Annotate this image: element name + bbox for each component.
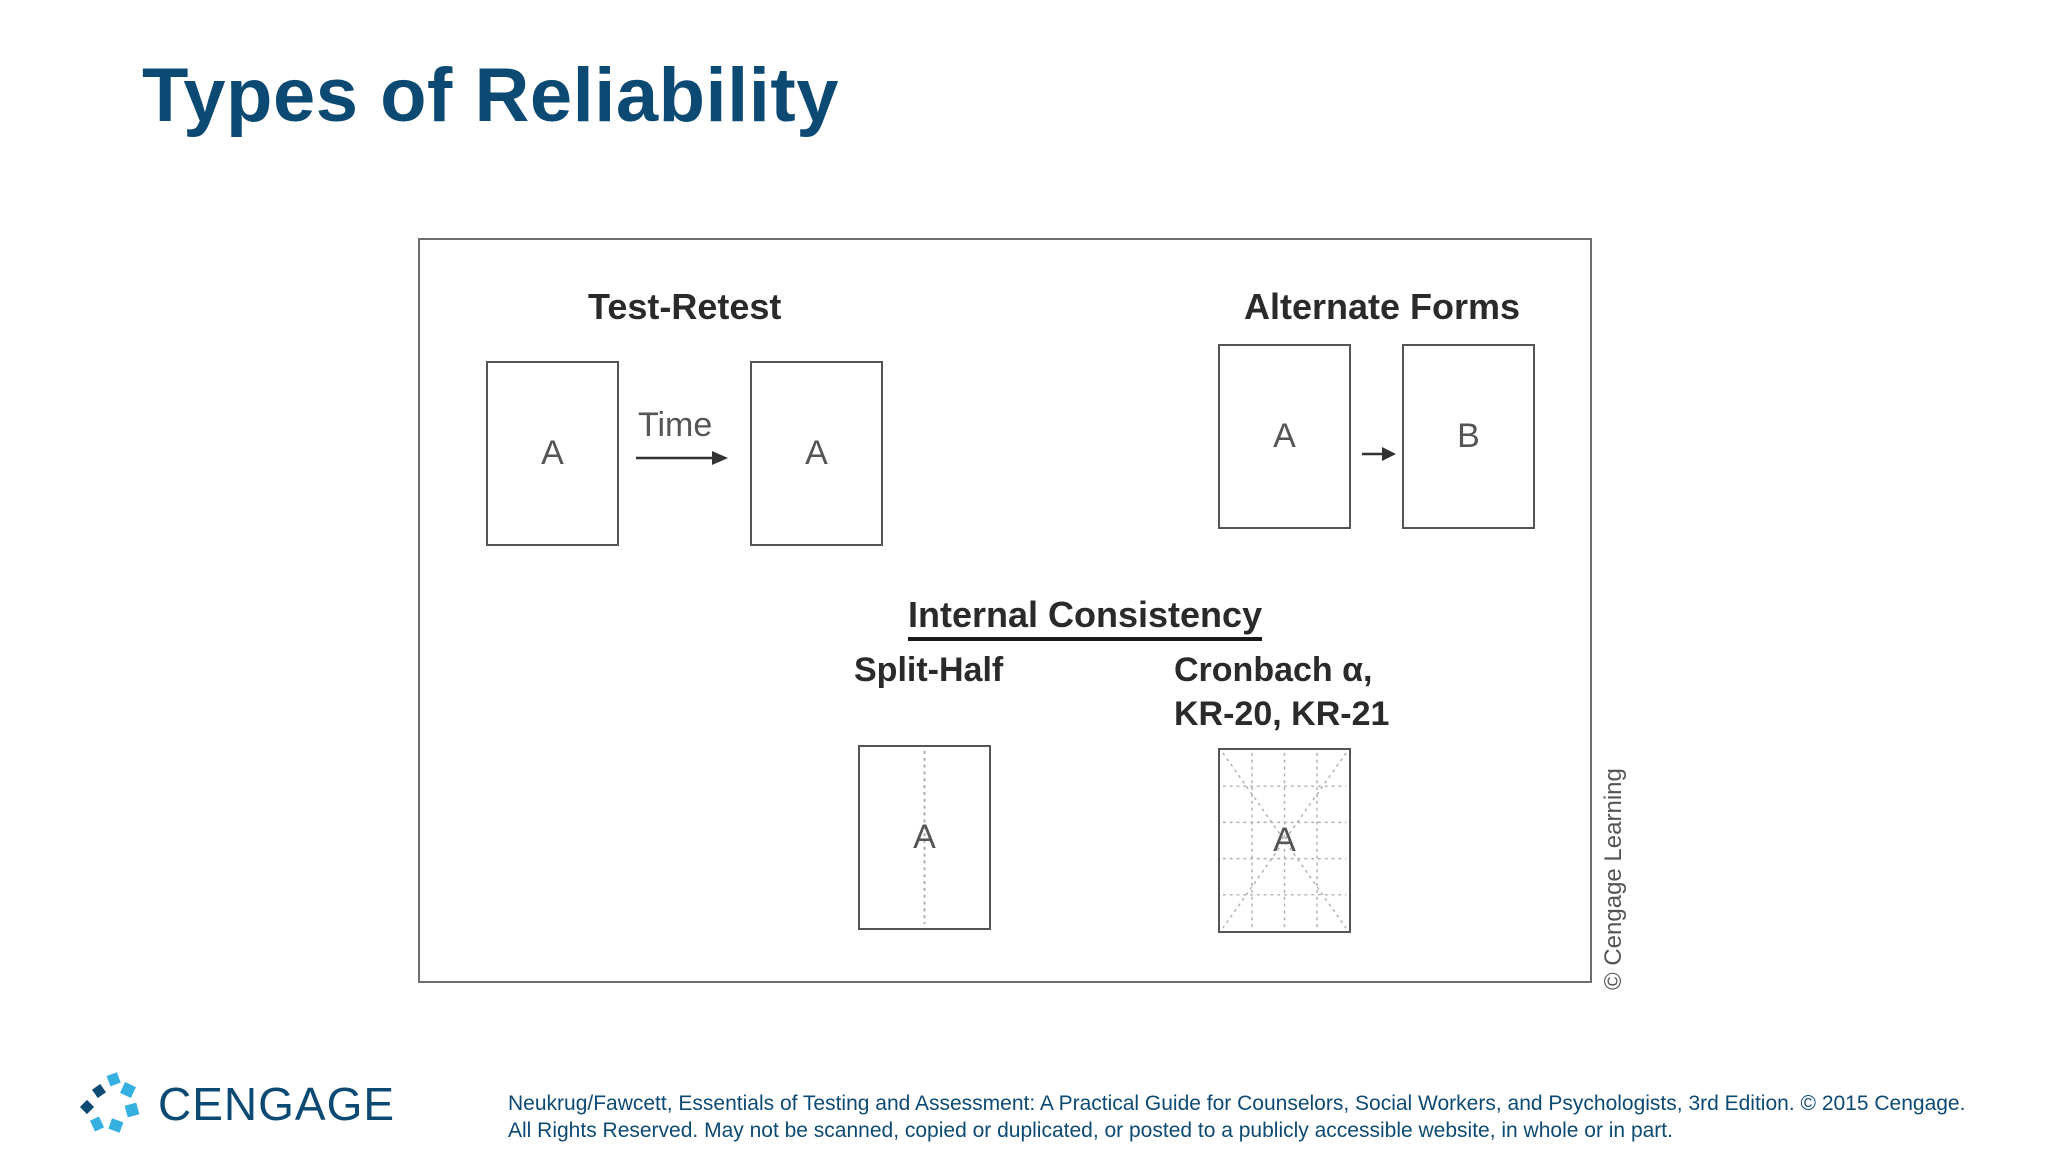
- right-arrow-icon: [636, 451, 728, 465]
- test-retest-box-second: A: [750, 361, 883, 546]
- test-retest-box-first: A: [486, 361, 619, 546]
- internal-consistency-heading: Internal Consistency: [908, 594, 1263, 641]
- cronbach-label-line2: KR-20, KR-21: [1174, 695, 1390, 733]
- cronbach-label-line1: Cronbach α,: [1174, 651, 1373, 689]
- split-half-box: A: [858, 745, 991, 930]
- alternate-forms-heading: Alternate Forms: [1244, 286, 1521, 327]
- cronbach-label: Cronbach α, KR-20, KR-21: [1174, 648, 1389, 736]
- copyright-line-2: All Rights Reserved. May not be scanned,…: [508, 1119, 1673, 1142]
- test-form-label: A: [541, 434, 564, 472]
- alternate-forms-box-a: A: [1218, 344, 1351, 529]
- cronbach-box: A: [1218, 748, 1351, 933]
- cengage-wordmark: CENGAGE: [158, 1078, 396, 1130]
- time-label: Time: [638, 406, 713, 444]
- test-form-label: A: [1273, 417, 1296, 455]
- item-grid-icon: [1222, 752, 1347, 929]
- cengage-logo-icon: [79, 1072, 140, 1133]
- split-half-label: Split-Half: [854, 651, 1004, 689]
- alternate-forms-box-b: B: [1402, 344, 1535, 529]
- copyright-line-1: Neukrug/Fawcett, Essentials of Testing a…: [508, 1092, 1966, 1115]
- right-arrow-icon: [1362, 447, 1396, 461]
- image-credit: © Cengage Learning: [1600, 768, 1627, 990]
- test-form-label: A: [1273, 821, 1296, 859]
- test-form-label: A: [805, 434, 828, 472]
- test-retest-heading: Test-Retest: [588, 286, 782, 327]
- cengage-logo: CENGAGE: [78, 1072, 395, 1136]
- slide-title: Types of Reliability: [142, 53, 839, 138]
- reliability-diagram: Test-Retest A Time A Alternate Forms A B…: [418, 238, 1592, 983]
- split-line-icon: [923, 750, 926, 925]
- test-form-label: B: [1457, 417, 1480, 455]
- copyright-notice: Neukrug/Fawcett, Essentials of Testing a…: [508, 1090, 1965, 1144]
- test-form-label: A: [913, 818, 936, 856]
